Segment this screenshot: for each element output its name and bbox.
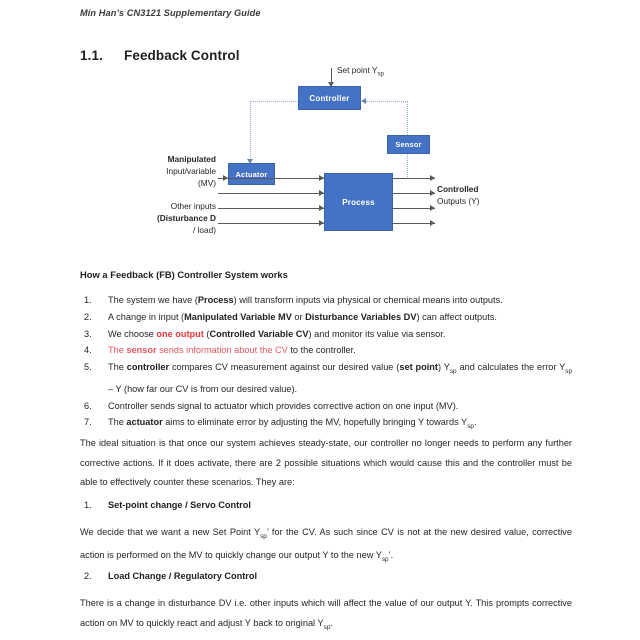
block-actuator-label: Actuator: [235, 169, 268, 179]
feedback-step: 5. The controller compares CV measurement…: [80, 359, 572, 397]
input-arrow-2: [319, 190, 324, 196]
feedback-step-marker: 2.: [84, 311, 92, 322]
input-arrow-3: [319, 205, 324, 211]
scenario-2-title: Load Change / Regulatory Control: [108, 571, 258, 581]
other-inputs-label-line1: Other inputs: [170, 201, 216, 211]
feedback-step-marker: 1.: [84, 295, 92, 305]
input-arrow-1: [319, 175, 324, 181]
running-header: Min Han’s CN3121 Supplementary Guide: [80, 8, 261, 18]
setpoint-label: Set point Ysp: [337, 65, 384, 78]
feedback-step-text: The sensor sends information about the C…: [108, 345, 356, 356]
controlled-outputs-label-line2: Outputs (Y): [437, 196, 480, 206]
ideal-situation-paragraph: The ideal situation is that once our sys…: [80, 438, 572, 488]
block-controller-label: Controller: [309, 93, 350, 103]
feedback-step: 6. Controller sends signal to actuator wh…: [80, 398, 572, 415]
section-number: 1.1.: [80, 48, 103, 63]
input-line-1: [218, 178, 324, 179]
feedback-step-text: The controller compares CV measurement a…: [108, 362, 573, 394]
manipulated-label-line2: Input/variable: [166, 166, 216, 176]
other-inputs-label-line2: (Disturbance D: [156, 213, 216, 223]
feedback-step-marker: 4.: [84, 345, 92, 356]
feedback-step-text: A change in input (Manipulated Variable …: [108, 311, 497, 322]
setpoint-subscript: sp: [377, 71, 384, 78]
other-inputs-label-line3: / load): [192, 225, 216, 235]
feedback-step: 2. A change in input (Manipulated Variabl…: [80, 309, 572, 326]
feedback-step-text: We choose one output (Controlled Variabl…: [108, 328, 446, 339]
section-title: Feedback Control: [124, 48, 240, 63]
output-arrow-3: [430, 205, 435, 211]
controller-to-actuator-arrowhead: [247, 159, 253, 164]
manipulated-label-line1: Manipulated: [167, 154, 216, 164]
output-arrow-2: [430, 190, 435, 196]
setpoint-arrow-head: [328, 82, 334, 87]
block-process-label: Process: [342, 197, 375, 207]
feedback-step-marker: 6.: [84, 400, 92, 411]
feedback-step-text: Controller sends signal to actuator whic…: [108, 400, 459, 411]
controller-to-actuator-vertical: [250, 101, 251, 160]
feedback-step-text: The actuator aims to eliminate error by …: [108, 417, 477, 431]
sensor-to-controller-arrowhead: [361, 98, 366, 104]
feedback-step: 3. We choose one output (Controlled Varia…: [80, 326, 572, 343]
sensor-to-controller-horizontal: [366, 101, 408, 102]
sensor-to-controller-vertical-lower: [407, 154, 408, 179]
output-arrow-1: [430, 175, 435, 181]
scenario-2-heading: 2. Load Change / Regulatory Control: [80, 568, 572, 585]
scenario-2-paragraph: There is a change in disturbance DV i.e.…: [80, 598, 572, 631]
block-sensor: Sensor: [387, 135, 430, 154]
feedback-step: 4. The sensor sends information about the…: [80, 342, 572, 359]
input-line-2: [218, 193, 324, 194]
block-controller: Controller: [298, 86, 361, 110]
feedback-step-text: The system we have (Process) will transf…: [108, 295, 503, 305]
actuator-input-arrow: [223, 175, 228, 181]
output-line-1: [393, 178, 435, 179]
scenario-1-title: Set-point change / Servo Control: [108, 500, 251, 510]
block-actuator: Actuator: [228, 163, 275, 185]
controlled-outputs-label-line1: Controlled: [437, 184, 479, 194]
block-process: Process: [324, 173, 393, 231]
scenario-1-marker: 1.: [84, 500, 92, 510]
output-line-2: [393, 193, 435, 194]
controller-to-actuator-horizontal: [250, 101, 298, 102]
block-sensor-label: Sensor: [395, 140, 422, 149]
scenario-1-heading: 1. Set-point change / Servo Control: [80, 497, 572, 514]
input-line-3: [218, 208, 324, 209]
input-line-4: [218, 223, 324, 224]
feedback-steps-list: 1. The system we have (Process) will tran…: [80, 292, 572, 436]
scenario-1-paragraph: We decide that we want a new Set Point Y…: [80, 527, 572, 564]
setpoint-arrow-line: [331, 68, 332, 86]
feedback-step: 1. The system we have (Process) will tran…: [80, 292, 572, 309]
manipulated-label-line3: (MV): [198, 178, 216, 188]
feedback-step-marker: 7.: [84, 417, 92, 428]
output-line-4: [393, 223, 435, 224]
input-arrow-4: [319, 220, 324, 226]
output-arrow-4: [430, 220, 435, 226]
sensor-to-controller-vertical-upper: [407, 101, 408, 135]
feedback-step-marker: 3.: [84, 328, 92, 339]
feedback-control-block-diagram: Set point Ysp Controller Sensor Actuator…: [0, 60, 640, 250]
feedback-step-marker: 5.: [84, 362, 92, 373]
page-title: 1.1. Feedback Control: [80, 48, 240, 63]
output-line-3: [393, 208, 435, 209]
scenario-2-marker: 2.: [84, 571, 92, 581]
works-heading: How a Feedback (FB) Controller System wo…: [80, 269, 288, 280]
feedback-step: 7. The actuator aims to eliminate error b…: [80, 414, 572, 436]
